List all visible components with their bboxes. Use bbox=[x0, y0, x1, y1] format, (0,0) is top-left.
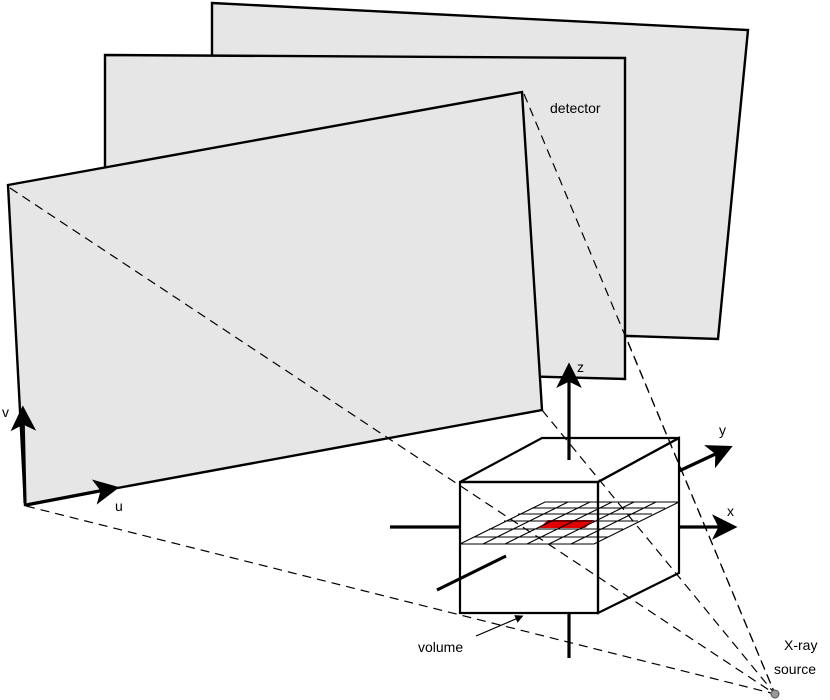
xray-source-label-line1: X-ray bbox=[784, 637, 817, 653]
detector-label: detector bbox=[550, 100, 601, 116]
v-axis-label: v bbox=[2, 404, 9, 420]
ray-bottom-right bbox=[541, 409, 776, 695]
ray-bottom-left bbox=[25, 505, 776, 695]
y-axis-back-stub bbox=[436, 554, 507, 592]
volume-cube bbox=[458, 436, 681, 615]
ray-top-left bbox=[9, 187, 776, 695]
volume-label: volume bbox=[418, 639, 463, 655]
xray-source-point bbox=[770, 689, 780, 699]
volume-pointer-arrow bbox=[475, 615, 524, 637]
detector-plane-front bbox=[6, 90, 544, 507]
volume-right-face bbox=[596, 436, 681, 615]
volume-axes bbox=[390, 362, 738, 658]
u-axis bbox=[25, 479, 120, 507]
xray-source-label-line2: source bbox=[774, 661, 816, 677]
y-axis bbox=[678, 445, 733, 473]
u-axis-label: u bbox=[115, 498, 123, 514]
projection-rays bbox=[9, 93, 776, 695]
y-axis-label: y bbox=[719, 422, 726, 438]
volume-front-face bbox=[458, 480, 600, 615]
v-axis bbox=[10, 405, 37, 504]
ray-back-right bbox=[627, 341, 776, 695]
x-axis-label: x bbox=[727, 503, 734, 519]
voxel-slice-grid bbox=[459, 501, 680, 545]
z-axis-label: z bbox=[577, 359, 584, 375]
